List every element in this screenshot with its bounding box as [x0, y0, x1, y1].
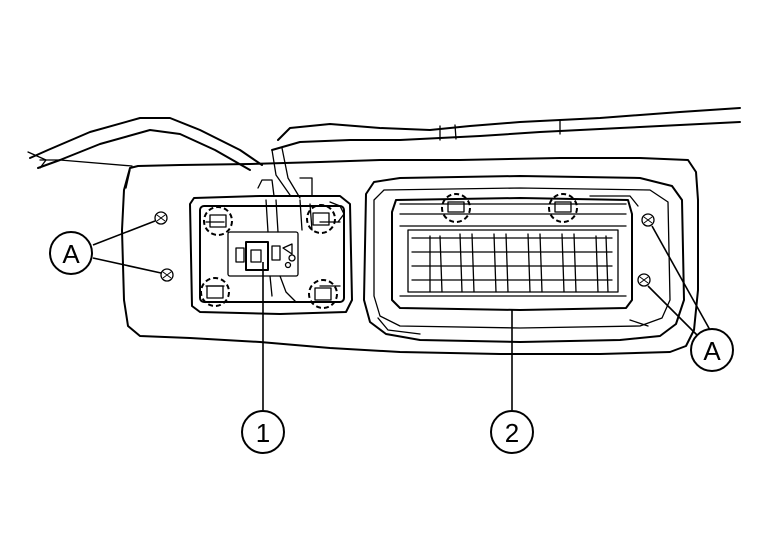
clip-lower-right [308, 279, 338, 309]
wire-harness [27, 107, 741, 199]
fastener-screw-left-upper [154, 211, 168, 225]
leader-a-left-upper [92, 220, 156, 246]
panel-outline [39, 157, 699, 355]
clip-lower-left [200, 277, 230, 307]
fastener-screw-right-upper [641, 213, 655, 227]
callout-a-left: A [49, 231, 93, 275]
clip-upper-right [306, 204, 336, 234]
switch-clips [200, 204, 338, 309]
clip-upper-left [203, 206, 233, 236]
callout-a-right: A [690, 328, 734, 372]
leader-a-right-lower [647, 285, 701, 339]
fastener-screw-left-lower [160, 268, 174, 282]
fastener-screw-right-lower [637, 273, 651, 287]
vent-clips [441, 193, 578, 223]
switch-module [189, 177, 353, 315]
callout-2-label: 2 [505, 418, 519, 448]
callout-1-label: 1 [256, 418, 270, 448]
callout-1: 1 [241, 410, 285, 454]
leader-lines [92, 220, 711, 410]
vent-clip-right [548, 193, 578, 223]
leader-a-left-lower [92, 257, 162, 274]
leader-a-right-upper [651, 225, 711, 331]
vent-clip-left [441, 193, 471, 223]
callout-a-left-label: A [62, 239, 80, 269]
callout-2: 2 [490, 410, 534, 454]
vent-grille [363, 175, 685, 343]
callout-a-right-label: A [703, 336, 721, 366]
